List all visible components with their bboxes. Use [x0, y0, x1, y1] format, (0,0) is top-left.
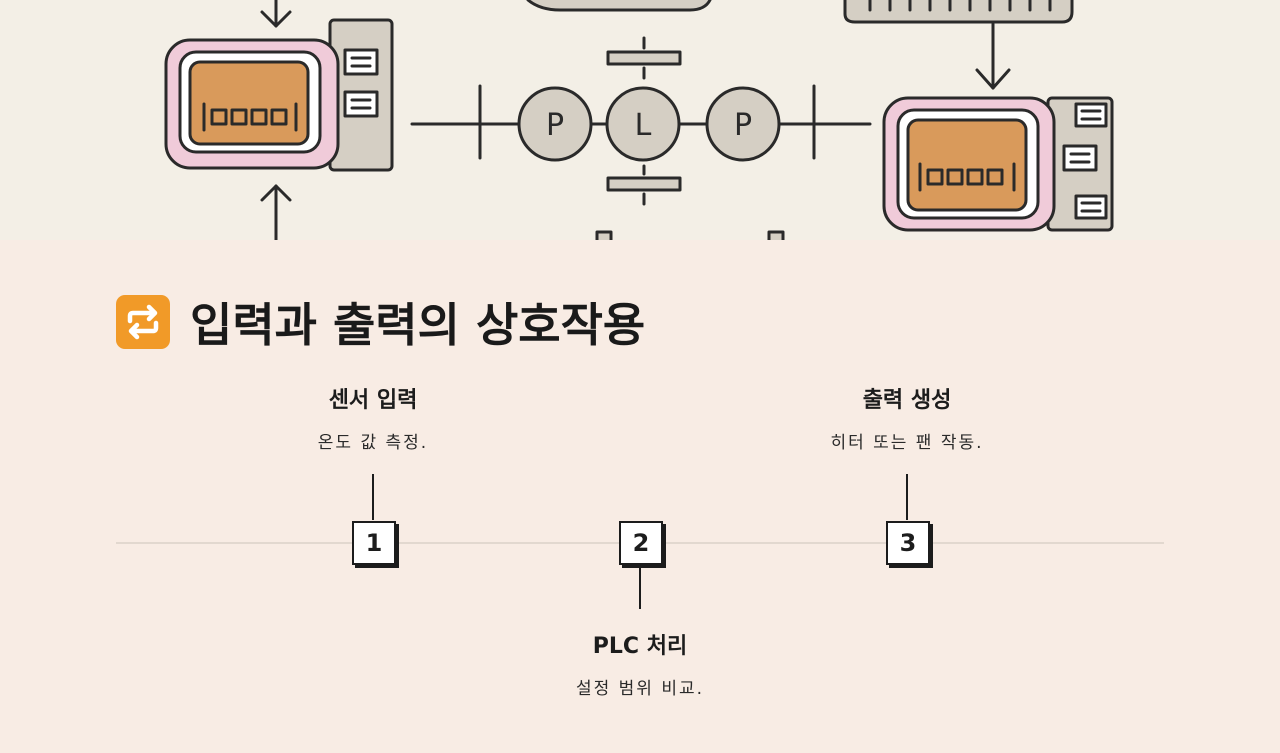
- step-2-description: 설정 범위 비교.: [575, 679, 705, 699]
- section-heading: 입력과 출력의 상호작용: [116, 292, 645, 352]
- plc-letter-p2: P: [734, 108, 752, 143]
- step-3-description: 히터 또는 팬 작동.: [830, 433, 984, 453]
- step-2-connector: [639, 565, 641, 609]
- step-2-number-box: 2: [619, 521, 663, 565]
- section-title: 입력과 출력의 상호작용: [190, 298, 646, 352]
- step-3-connector: [906, 474, 908, 520]
- step-3-number-box: 3: [886, 521, 930, 565]
- hero-illustration: P L P: [0, 0, 1280, 240]
- step-1-title: 센서 입력: [328, 388, 418, 413]
- step-2-title: PLC 처리: [592, 634, 688, 659]
- plc-diagram-illustration: P L P: [164, 0, 1114, 240]
- step-3-title: 출력 생성: [862, 388, 952, 413]
- step-1-description: 온도 값 측정.: [317, 433, 429, 453]
- plc-letter-l: L: [635, 108, 652, 143]
- step-1-connector: [372, 474, 374, 520]
- plc-letter-p1: P: [546, 108, 564, 143]
- step-1-number-box: 1: [352, 521, 396, 565]
- repeat-arrows-icon: [116, 295, 170, 349]
